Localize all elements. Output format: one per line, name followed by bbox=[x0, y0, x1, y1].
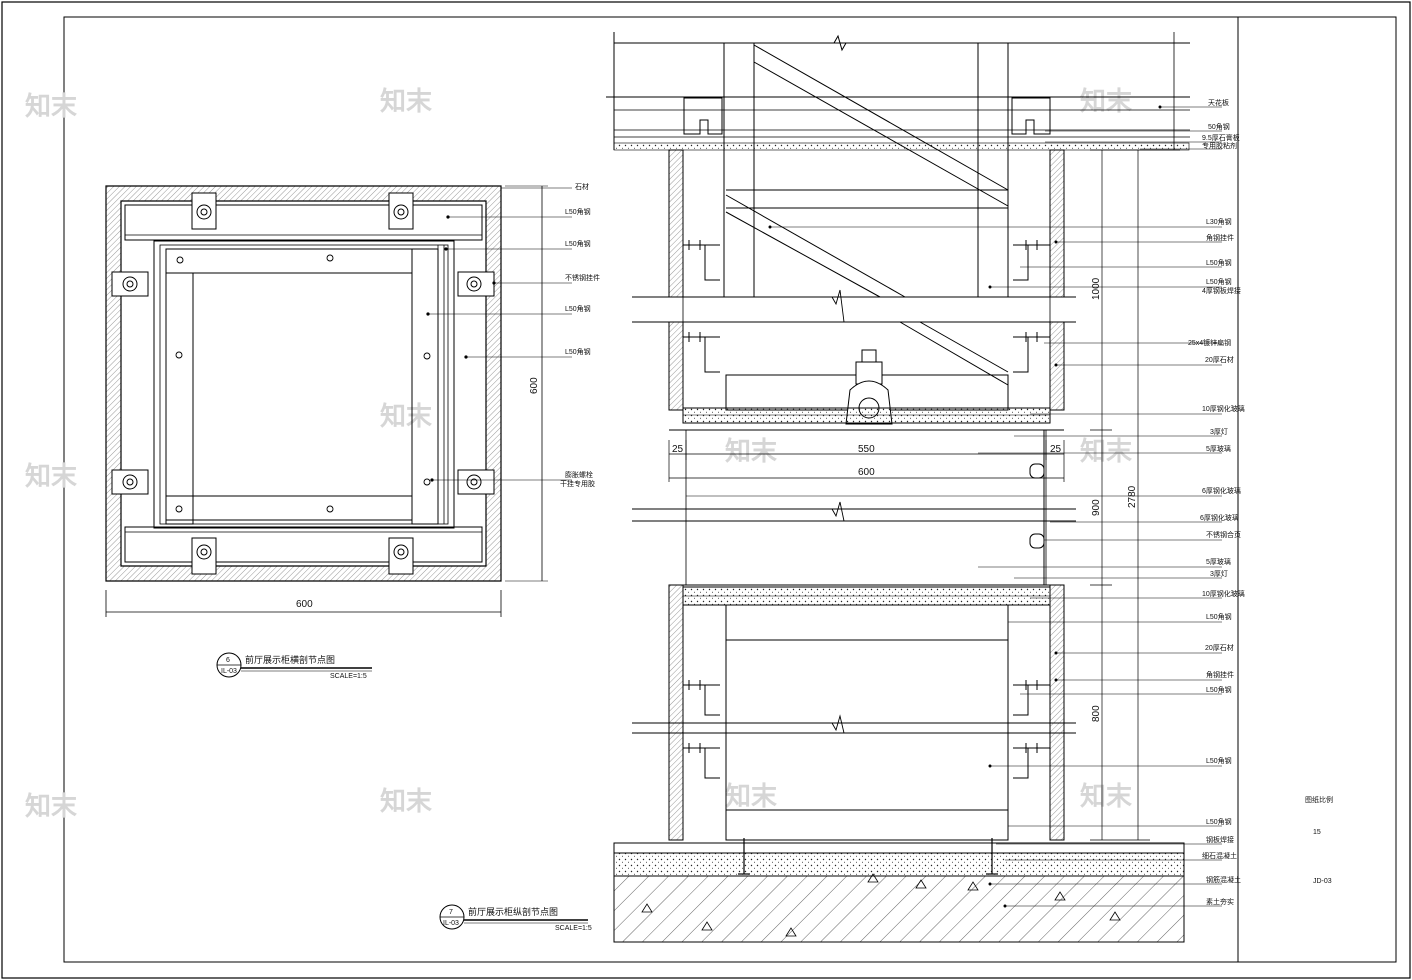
section-callout-22: 20厚石材 bbox=[1205, 643, 1234, 652]
plan-callout-6: L50角钢 bbox=[565, 347, 591, 356]
dim-25-right: 25 bbox=[1050, 444, 1062, 455]
section-callout-20: 10厚钢化玻璃 bbox=[1202, 589, 1245, 598]
dim-2780: 2780 bbox=[1127, 485, 1138, 508]
section-callout-17: 不锈钢合页 bbox=[1206, 530, 1241, 539]
plan-callout-1: 石材 bbox=[575, 182, 589, 191]
dim-height-label: 600 bbox=[529, 377, 540, 394]
section-callout-7: L50角钢 bbox=[1206, 258, 1232, 267]
watermark-1: 知末 bbox=[25, 92, 78, 122]
section-title-ref: IL-03 bbox=[443, 920, 459, 927]
section-callout-25: L50角钢 bbox=[1206, 756, 1232, 765]
section-callout-11: 20厚石材 bbox=[1205, 355, 1234, 364]
section-callout-3: 9.5厚石膏板 bbox=[1202, 133, 1240, 142]
scale-label: 图纸比例 bbox=[1305, 795, 1333, 804]
title-block: 图纸比例 15 JD-03 bbox=[1305, 795, 1333, 885]
section-title: 前厅展示柜纵剖节点图 bbox=[468, 906, 558, 917]
section-callout-6: 角钢挂件 bbox=[1206, 233, 1234, 242]
watermark-10: 知末 bbox=[1080, 782, 1133, 812]
section-callout-21: L50角钢 bbox=[1206, 612, 1232, 621]
section-callout-8: L50角钢 bbox=[1206, 277, 1232, 286]
watermark-11: 知末 bbox=[1080, 87, 1133, 117]
dim-550: 550 bbox=[858, 444, 875, 455]
section-callout-9: 4厚钢板焊接 bbox=[1202, 286, 1241, 295]
watermarks: 知末 知末 知末 知末 知末 知末 知末 知末 知末 知末 知末 bbox=[25, 87, 1133, 822]
watermark-4: 知末 bbox=[380, 402, 433, 432]
section-callout-15: 6厚钢化玻璃 bbox=[1202, 486, 1241, 495]
section-title-block: 7 IL-03 前厅展示柜纵剖节点图 SCALE=1:5 bbox=[439, 904, 592, 932]
section-callout-1: 天花板 bbox=[1208, 98, 1229, 107]
dim-25-left: 25 bbox=[672, 444, 684, 455]
drawing-number: JD-03 bbox=[1313, 878, 1332, 885]
plan-callout-5: L50角钢 bbox=[565, 304, 591, 313]
section-callout-10: 25x4镀锌扁钢 bbox=[1188, 338, 1231, 347]
section-callout-24: L50角钢 bbox=[1206, 685, 1232, 694]
dim-800: 800 bbox=[1091, 705, 1102, 722]
dim-1000: 1000 bbox=[1091, 277, 1102, 300]
plan-callout-4: 不锈钢挂件 bbox=[565, 273, 600, 282]
dim-600: 600 bbox=[858, 467, 875, 478]
watermark-6: 知末 bbox=[25, 792, 78, 822]
plan-detail: 600 600 石材 L50角钢 L50角钢 不锈钢挂件 L50角钢 L50角钢… bbox=[105, 182, 600, 680]
section-scale: SCALE=1:5 bbox=[555, 925, 592, 932]
section-detail: 25 550 25 600 bbox=[439, 32, 1245, 943]
section-callout-14: 5厚玻璃 bbox=[1206, 444, 1231, 453]
section-callout-26: L50角钢 bbox=[1206, 817, 1232, 826]
section-callout-23: 角钢挂件 bbox=[1206, 670, 1234, 679]
plan-callout-7: 膨胀螺栓 bbox=[565, 470, 593, 479]
dim-width-label: 600 bbox=[296, 599, 313, 610]
section-callout-29: 钢筋混凝土 bbox=[1206, 875, 1241, 884]
plan-callout-3: L50角钢 bbox=[565, 239, 591, 248]
plan-title: 前厅展示柜横剖节点图 bbox=[245, 654, 335, 665]
section-callout-12: 10厚钢化玻璃 bbox=[1202, 404, 1245, 413]
section-callout-4: 专用胶粘剂 bbox=[1202, 141, 1237, 150]
plan-scale: SCALE=1:5 bbox=[330, 673, 367, 680]
inner-border bbox=[63, 16, 1397, 963]
section-title-number: 7 bbox=[449, 909, 453, 916]
watermark-2: 知末 bbox=[380, 87, 433, 117]
plan-title-ref: IL-03 bbox=[221, 668, 237, 675]
watermark-3: 知末 bbox=[25, 462, 78, 492]
watermark-9: 知末 bbox=[1080, 437, 1133, 467]
plan-title-number: 6 bbox=[226, 657, 230, 664]
watermark-8: 知末 bbox=[725, 782, 778, 812]
plan-callout-8: 干挂专用胶 bbox=[560, 479, 595, 488]
section-callout-27: 钢板焊接 bbox=[1206, 835, 1234, 844]
concrete-layer bbox=[613, 875, 1185, 943]
plan-title-block: 6 IL-03 前厅展示柜横剖节点图 SCALE=1:5 bbox=[216, 652, 372, 680]
section-callout-19: 3厚灯 bbox=[1210, 569, 1228, 578]
scale-value: 15 bbox=[1313, 829, 1321, 836]
section-callout-2: 50角钢 bbox=[1208, 122, 1230, 131]
section-callout-28: 细石混凝土 bbox=[1202, 851, 1237, 860]
section-callout-16: 6厚钢化玻璃 bbox=[1200, 513, 1239, 522]
dim-900: 900 bbox=[1091, 499, 1102, 516]
section-callout-5: L30角钢 bbox=[1206, 217, 1232, 226]
section-callout-18: 5厚玻璃 bbox=[1206, 557, 1231, 566]
section-callout-30: 素土夯实 bbox=[1206, 897, 1234, 906]
hinge-icon bbox=[1029, 463, 1045, 549]
watermark-5: 知末 bbox=[725, 437, 778, 467]
watermark-7: 知末 bbox=[380, 787, 433, 817]
screed-layer bbox=[613, 852, 1185, 877]
section-callouts: 天花板 50角钢 9.5厚石膏板 专用胶粘剂 L30角钢 角钢挂件 L50角钢 … bbox=[1188, 98, 1245, 906]
plan-callout-2: L50角钢 bbox=[565, 207, 591, 216]
section-callout-13: 3厚灯 bbox=[1210, 427, 1228, 436]
